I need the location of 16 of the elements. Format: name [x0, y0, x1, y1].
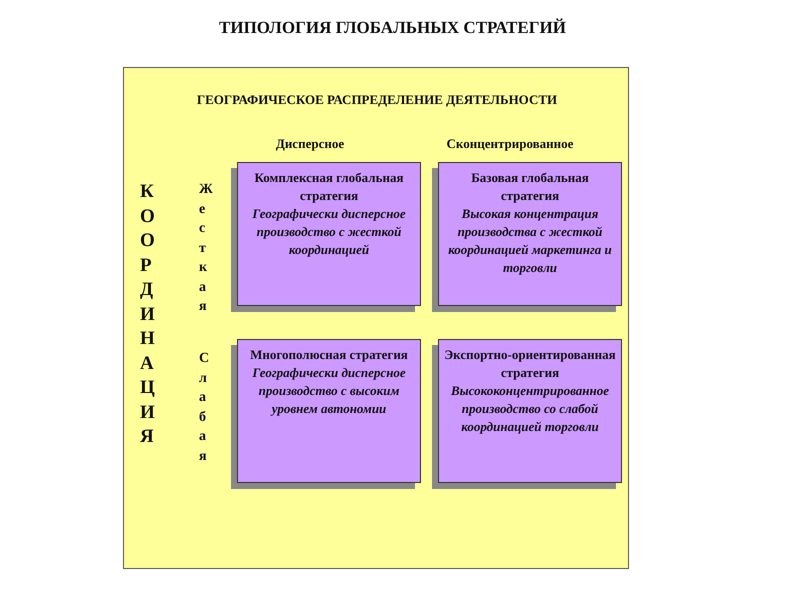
column-label: Сконцентрированное [446, 136, 574, 152]
row-label: Жесткая [199, 181, 213, 316]
axis-label: КООРДИНАЦИЯ [140, 180, 159, 449]
strategy-description: Высококонцентрированное производство со слабой координацией торговли [450, 382, 610, 436]
strategy-description: Высокая концентрация производства с жесткой координацией маркетинга и торговли [447, 205, 613, 277]
diagram-title: ТИПОЛОГИЯ ГЛОБАЛЬНЫХ СТРАТЕГИЙ [218, 18, 567, 38]
row-label: Слабая [199, 350, 213, 466]
strategy-name: Экспортно-ориентированная стратегия [443, 346, 617, 382]
strategy-name: Комплексная глобальная стратегия [254, 169, 404, 205]
strategy-name: Базовая глобальная стратегия [470, 169, 590, 205]
strategy-name: Многополюсная стратегия [249, 346, 409, 364]
strategy-description: Географически дисперсное производство с высоким уровнем автономии [251, 364, 407, 418]
panel-heading: ГЕОГРАФИЧЕСКОЕ РАСПРЕДЕЛЕНИЕ ДЕЯТЕЛЬНОСТИ [196, 92, 558, 108]
panel-background [123, 67, 629, 569]
strategy-description: Географически дисперсное производство с жесткой координацией [251, 205, 407, 259]
column-label: Дисперсное [274, 136, 346, 152]
